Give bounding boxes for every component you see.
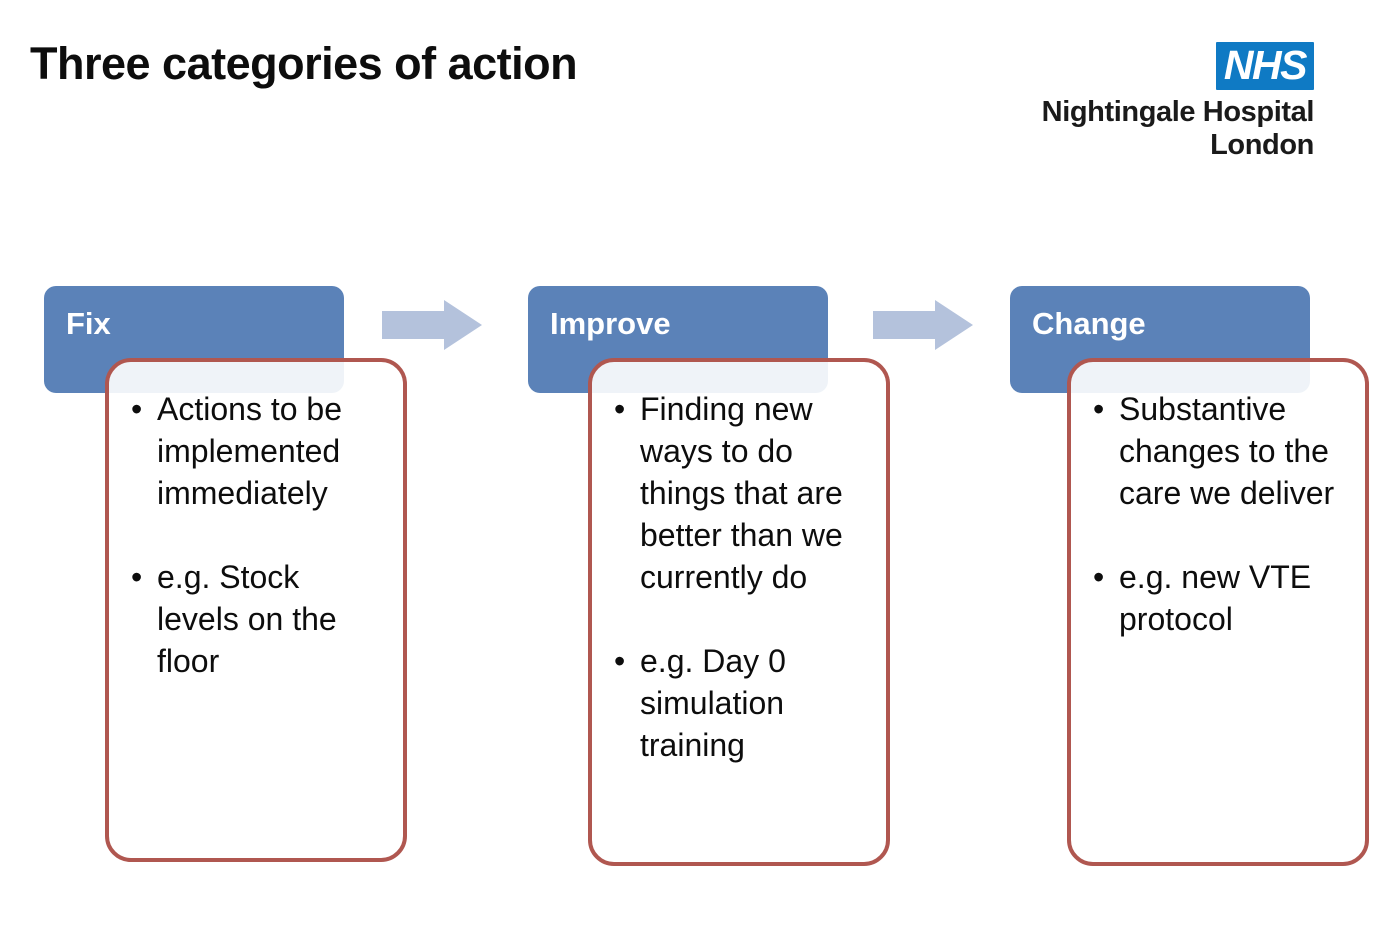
stage-header-label-change: Change <box>1032 306 1146 341</box>
stage-body-fix[interactable]: Actions to be implemented immediately e.… <box>105 358 407 862</box>
nhs-nightingale-hospital-logo: NHS Nightingale Hospital London <box>1014 42 1314 162</box>
list-item: Finding new ways to do things that are b… <box>606 388 872 598</box>
stage-body-change[interactable]: Substantive changes to the care we deliv… <box>1067 358 1369 866</box>
arrow-fix-to-improve-icon <box>382 300 482 350</box>
list-item: e.g. Day 0 simulation training <box>606 640 872 766</box>
list-item: Substantive changes to the care we deliv… <box>1085 388 1351 514</box>
nhs-badge-label: NHS <box>1223 42 1308 88</box>
stage-header-label-improve: Improve <box>550 306 671 341</box>
stage-body-improve[interactable]: Finding new ways to do things that are b… <box>588 358 890 866</box>
stage-header-label-fix: Fix <box>66 306 111 341</box>
bullet-list-change: Substantive changes to the care we deliv… <box>1085 388 1351 640</box>
page-title: Three categories of action <box>30 38 578 89</box>
bullet-list-improve: Finding new ways to do things that are b… <box>606 388 872 766</box>
nhs-badge: NHS <box>1215 42 1314 90</box>
list-item: e.g. Stock levels on the floor <box>123 556 389 682</box>
list-item: e.g. new VTE protocol <box>1085 556 1351 640</box>
logo-name-line-1: Nightingale Hospital <box>1041 96 1315 128</box>
bullet-list-fix: Actions to be implemented immediately e.… <box>123 388 389 682</box>
logo-name-line-2: London <box>1210 129 1314 161</box>
list-item: Actions to be implemented immediately <box>123 388 389 514</box>
arrow-improve-to-change-icon <box>873 300 973 350</box>
